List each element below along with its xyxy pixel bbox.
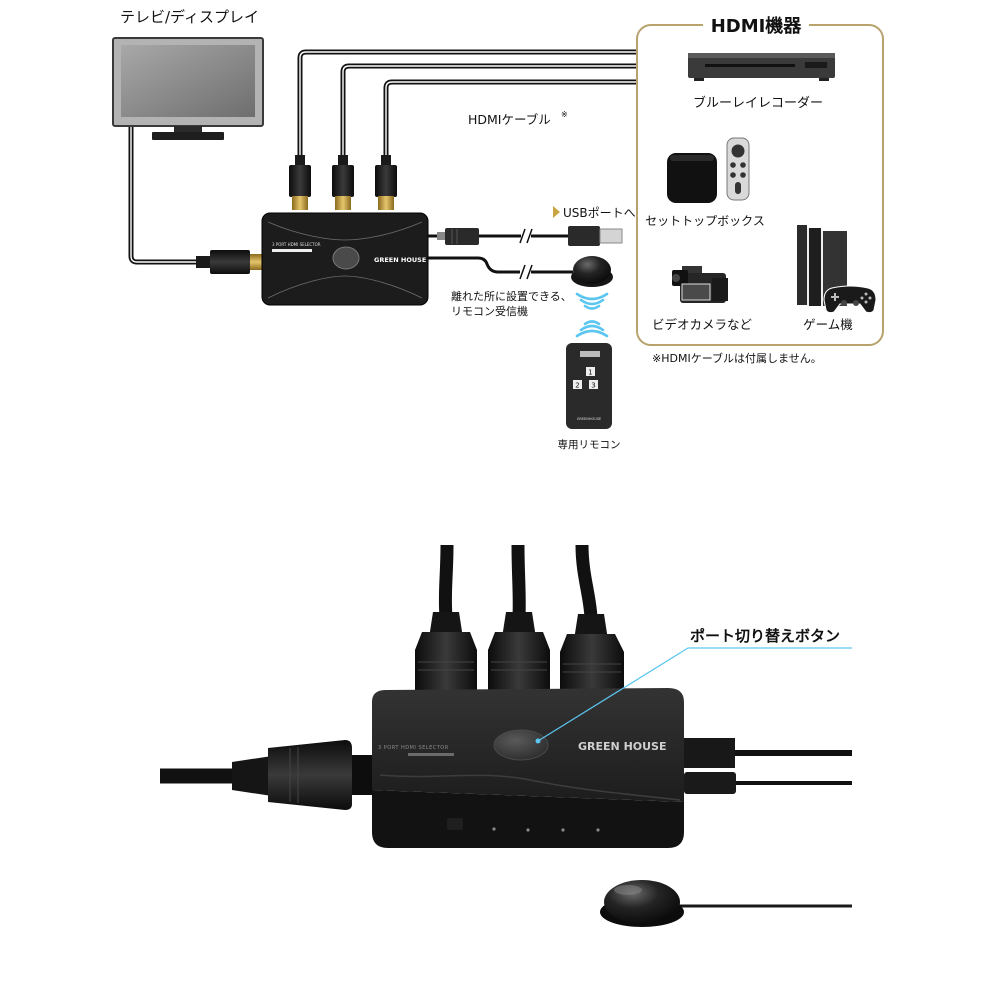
- usb-arrow-icon: [553, 206, 560, 218]
- photo-selector-body: 3 PORT HDMI SELECTOR GREEN HOUSE: [372, 688, 684, 848]
- photo-hdmi-plug-1: [415, 612, 477, 696]
- receiver-label-line-1: 離れた所に設置できる、: [451, 289, 572, 303]
- ir-signal-waves-icon: [575, 292, 609, 338]
- hdmi-devices-title: HDMI機器: [711, 15, 803, 37]
- tv-label: テレビ/ディスプレイ: [120, 8, 259, 26]
- receiver-label-line-2: リモコン受信機: [451, 304, 528, 318]
- remote-label: 専用リモコン: [558, 439, 621, 451]
- remote-button-1: [586, 367, 595, 376]
- photo-side-cables: [684, 738, 852, 794]
- photo-brand-text: GREEN HOUSE: [578, 740, 667, 753]
- product-photo: 3 PORT HDMI SELECTOR GREEN HOUSE ポート切り替え…: [160, 544, 852, 927]
- led-indicator: [596, 828, 600, 832]
- game-console-icon: [797, 225, 877, 314]
- selector-model-text: 3 PORT HDMI SELECTOR: [272, 242, 321, 247]
- led-indicator: [561, 828, 565, 832]
- photo-input-cables: [438, 544, 598, 619]
- selector-brand-text: GREEN HOUSE: [374, 256, 426, 264]
- remote-button-3-label: 3: [591, 382, 595, 390]
- hdmi-selector: 3 PORT HDMI SELECTOR GREEN HOUSE: [261, 212, 429, 306]
- photo-hdmi-output-plug: [160, 740, 372, 810]
- photo-hdmi-plug-3: [560, 614, 624, 696]
- photo-label-bar: [408, 753, 454, 756]
- connection-diagram: テレビ/ディスプレイ: [112, 8, 884, 451]
- hdmi-cable-note-mark: ※: [561, 110, 568, 119]
- photo-hdmi-plug-2: [488, 612, 550, 696]
- remote-brand-text: GREENHOUSE: [577, 417, 602, 421]
- game-console-label: ゲーム機: [803, 317, 853, 332]
- usb-label: USBポートへ: [563, 206, 636, 220]
- monitor-icon: [112, 37, 264, 140]
- remote-control-icon: 1 2 3 GREENHOUSE: [566, 343, 612, 429]
- remote-button-1-label: 1: [588, 369, 592, 377]
- hdmi-plug-3: [375, 155, 397, 210]
- remote-button-2-label: 2: [575, 382, 579, 390]
- photo-ir-receiver: [600, 880, 852, 927]
- port-switch-callout-label: ポート切り替えボタン: [690, 627, 840, 645]
- set-top-box-label: セットトップボックス: [645, 214, 765, 228]
- hdmi-plug-2: [332, 155, 354, 210]
- video-camera-label: ビデオカメラなど: [652, 317, 753, 332]
- remote-button-2: [573, 380, 582, 389]
- led-indicator: [526, 828, 530, 832]
- bluray-recorder-icon: [688, 53, 835, 81]
- set-top-box-icon: [667, 137, 750, 203]
- port-switch-callout: ポート切り替えボタン: [535, 627, 852, 744]
- bluray-recorder-label: ブルーレイレコーダー: [693, 95, 823, 111]
- cable-not-included-note: ※HDMIケーブルは付属しません。: [652, 351, 822, 365]
- video-camera-icon: [672, 266, 728, 303]
- ir-window: [447, 818, 463, 830]
- ir-receiver: [428, 256, 613, 287]
- led-indicator: [492, 827, 496, 831]
- port-switch-button: [493, 729, 549, 761]
- hdmi-input-cables: [297, 49, 637, 158]
- photo-model-text: 3 PORT HDMI SELECTOR: [378, 745, 449, 751]
- selector-label-bar: [272, 249, 312, 252]
- port-switch-button-drawing: [332, 246, 360, 270]
- remote-button-3: [589, 380, 598, 389]
- usb-power-cable: [428, 226, 623, 246]
- hdmi-devices-box: HDMI機器 ブルーレイレコーダー セットトッ: [636, 14, 884, 346]
- hdmi-plug-1: [289, 155, 311, 210]
- hdmi-output-cable: [128, 127, 263, 274]
- hdmi-cable-label: HDMIケーブル: [468, 112, 551, 127]
